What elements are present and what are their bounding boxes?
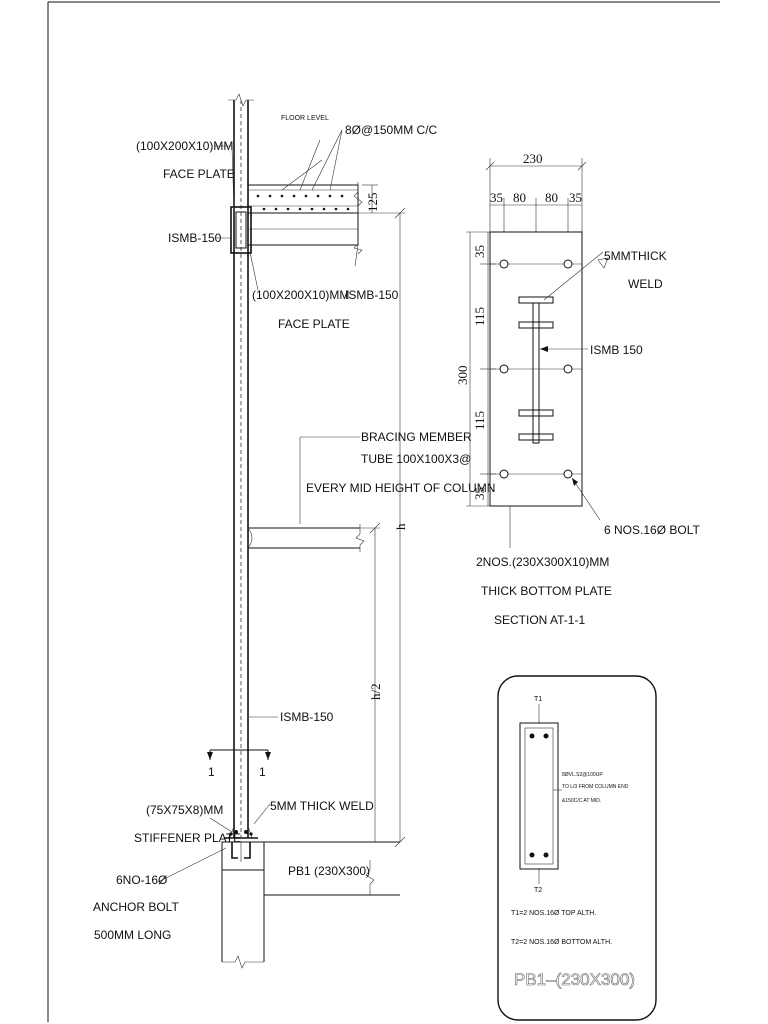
section-mark-left: 1 [208, 765, 215, 779]
ismb-plan-label: ISMB 150 [590, 343, 643, 357]
plate-caption-1: 2NOS.(230X300X10)MM [476, 555, 609, 569]
weld-note-label: 5MM THICK WELD [270, 799, 374, 813]
height-h2-label: h/2 [368, 683, 383, 700]
face-plate-bottom-size: (100X200X10)MM [252, 288, 349, 302]
rebar-spacing-label: 8Ø@150MM C/C [345, 123, 438, 137]
width-part-3: 80 [545, 190, 558, 205]
t1-note: T1=2 NOS.16Ø TOP ALTH. [511, 910, 596, 917]
width-part-1: 35 [490, 190, 503, 205]
ismb-left-label: ISMB-150 [168, 231, 222, 245]
face-plate-top-size: (100X200X10)MM [136, 139, 233, 153]
height-h-label: h [393, 523, 408, 530]
ismb-beam-label: ISMB-150 [345, 288, 399, 302]
width-part-4: 35 [569, 190, 582, 205]
stiffener-label: STIFFENER PLATE [134, 831, 241, 845]
slab-depth-label: 125 [365, 193, 380, 213]
anchor-bolt-count: 6NO-16Ø [116, 873, 167, 887]
ismb-column-label: ISMB-150 [280, 710, 334, 724]
height-part-1: 35 [472, 245, 487, 258]
ismb-plan-profile [518, 296, 554, 444]
height-part-2: 115 [472, 307, 487, 326]
width-total-label: 230 [523, 151, 543, 166]
section-1-1: 230 35 80 80 35 300 35 115 115 35 [455, 151, 700, 627]
height-part-4: 35 [472, 487, 487, 500]
anchor-bolt-length: 500MM LONG [94, 928, 171, 942]
t1-label: T1 [534, 696, 542, 703]
pb1-title: PB1–(230X300) [514, 970, 635, 989]
stirrup-note-1: 8ØVL.S2@100UP [562, 772, 603, 778]
plinth-beam-label: PB1 (230X300) [288, 864, 370, 878]
face-plate-top-label: FACE PLATE [163, 167, 235, 181]
slab-rebar [256, 194, 350, 211]
weld-label: WELD [628, 277, 663, 291]
sheet-border [47, 1, 720, 1022]
anchor-bolt-label: ANCHOR BOLT [93, 900, 179, 914]
section-mark-1-1: 1 1 [207, 749, 271, 779]
plate-caption-3: SECTION AT-1-1 [494, 613, 585, 627]
face-plate-bottom-label: FACE PLATE [278, 317, 350, 331]
bracing-note-2: TUBE 100X100X3@ [361, 452, 471, 466]
stiffener-size: (75X75X8)MM [146, 803, 223, 817]
weld-thk-label: 5MMTHICK [604, 249, 667, 263]
pb1-section-panel: T1 T2 8ØVL.S2@100UP TO L/3 FROM COLUMN E… [497, 675, 657, 1021]
height-dimensions: h h/2 125 [358, 184, 408, 848]
height-part-3: 115 [472, 411, 487, 430]
width-part-2: 80 [513, 190, 526, 205]
bracing-note-3: EVERY MID HEIGHT OF COLUMN [306, 481, 495, 495]
anchor-bolts [231, 842, 251, 862]
stirrup-note-2: TO L/3 FROM COLUMN END [562, 784, 629, 790]
floor-level-label: FLOOR LEVEL [281, 115, 329, 122]
bracing-note-1: BRACING MEMBER [361, 430, 472, 444]
bolt-holes [499, 259, 573, 479]
plate-caption-2: THICK BOTTOM PLATE [481, 584, 612, 598]
t2-note: T2=2 NOS.16Ø BOTTOM ALTH. [511, 939, 612, 946]
height-total-label: 300 [455, 366, 470, 386]
leaders-elevation [157, 129, 360, 883]
column-elevation: 1 1 h h/2 [93, 93, 495, 969]
stirrup-note-3: &150C/C AT MID. [562, 798, 601, 804]
bolts-label: 6 NOS.16Ø BOLT [604, 523, 700, 537]
section-mark-right: 1 [259, 765, 266, 779]
t2-label: T2 [534, 887, 542, 894]
